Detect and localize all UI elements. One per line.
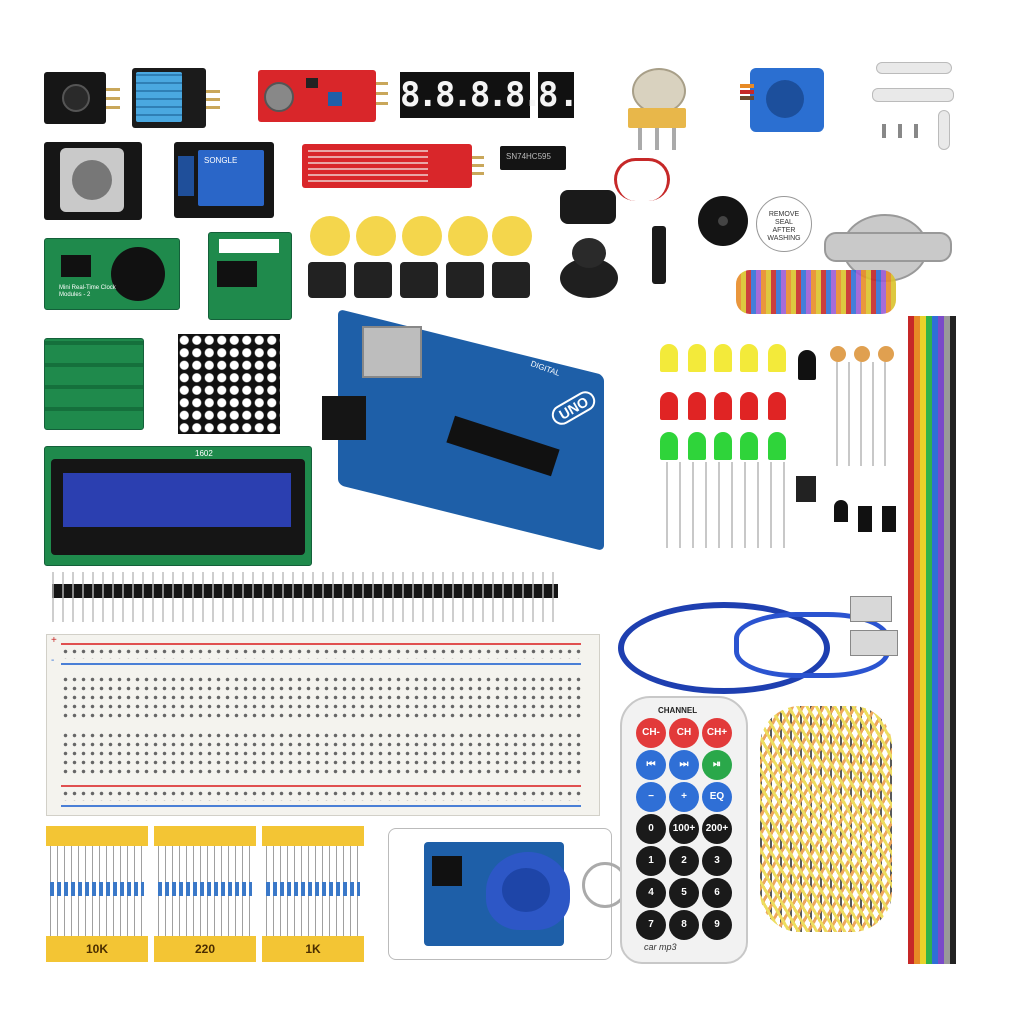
remote-button-eq[interactable]: EQ: [702, 782, 732, 812]
rfid-keyfob: [486, 852, 570, 930]
remote-button-0[interactable]: 0: [636, 814, 666, 844]
remote-button-3[interactable]: 3: [702, 846, 732, 876]
joystick-module: [44, 142, 142, 220]
shift-register-ic: SN74HC595: [500, 146, 566, 170]
temperature-sensors: [834, 500, 898, 566]
resistor-label-220: 220: [154, 936, 256, 962]
buzzer-sticker: REMOVE SEAL AFTER WASHING: [756, 196, 812, 252]
remote-button-5[interactable]: 5: [669, 878, 699, 908]
remote-button-ch-minus[interactable]: CH-: [636, 718, 666, 748]
dht11-sensor: [132, 68, 220, 128]
header-pins: [52, 572, 558, 622]
photoresistors: [830, 346, 898, 466]
sensor-dome-icon: [62, 84, 90, 112]
coin-cell-holder: [111, 247, 165, 301]
lcd-label: 1602: [195, 449, 213, 458]
buzzer: [698, 196, 748, 246]
breadboard: + -: [46, 634, 600, 816]
remote-button-8[interactable]: 8: [669, 910, 699, 940]
usb-b-port: [362, 326, 422, 378]
usb-cable: [614, 590, 898, 696]
remote-button-next[interactable]: ⏭: [669, 750, 699, 780]
resistor-pack-220: 220: [154, 826, 256, 962]
remote-button-9[interactable]: 9: [702, 910, 732, 940]
ir-led-black: [798, 350, 816, 380]
led-legs: [666, 462, 786, 548]
breadboard-plus-label: +: [51, 635, 57, 646]
usb-a-plug: [850, 630, 898, 656]
jumper-wires-bundle: [760, 706, 892, 932]
thumb-joystick-cap: [560, 238, 618, 302]
rtc-label: Mini Real-Time Clock Modules - 2: [59, 285, 116, 298]
resistor-label-1k: 1K: [262, 936, 364, 962]
remote-button-vol-down[interactable]: −: [636, 782, 666, 812]
potentiometer: [628, 62, 686, 152]
buzzer-sticker-label: REMOVE SEAL AFTER WASHING: [767, 211, 801, 242]
remote-button-100-plus[interactable]: 100+: [669, 814, 699, 844]
remote-button-7[interactable]: 7: [636, 910, 666, 940]
remote-button-4[interactable]: 4: [636, 878, 666, 908]
single-seven-segment-display: 8.: [538, 72, 579, 118]
remote-button-1[interactable]: 1: [636, 846, 666, 876]
four-digit-seven-segment-display: 8.8.8.8.8.: [400, 72, 578, 118]
resistor-pack-10k: 10K: [46, 826, 148, 962]
usb-b-plug: [850, 596, 892, 622]
ir-receiver-component: [796, 476, 816, 502]
tactile-push-buttons: [308, 262, 534, 302]
stepper-motor-wires: [736, 270, 896, 314]
relay-module: SONGLE: [174, 142, 274, 218]
ir-receiver-module: [44, 72, 120, 124]
keypad-4x4-module: [44, 338, 144, 430]
remote-brand-logo: car mp3: [644, 942, 677, 952]
remote-button-200-plus[interactable]: 200+: [702, 814, 732, 844]
relay-label: SONGLE: [204, 156, 238, 165]
remote-button-vol-up[interactable]: +: [669, 782, 699, 812]
remote-button-ch-plus[interactable]: CH+: [702, 718, 732, 748]
remote-button-ch[interactable]: CH: [669, 718, 699, 748]
microphone-sound-sensor: [258, 70, 388, 122]
battery-clip-connector: [558, 152, 688, 292]
lcd-1602-module: 1602: [44, 446, 312, 566]
led-yellow-row: [660, 344, 790, 374]
remote-button-prev[interactable]: ⏮: [636, 750, 666, 780]
dupont-ribbon-cable: [908, 316, 956, 964]
ic-label: SN74HC595: [506, 152, 551, 161]
remote-button-2[interactable]: 2: [669, 846, 699, 876]
remote-channel-label: CHANNEL: [658, 706, 698, 715]
led-green-row: [660, 432, 790, 462]
led-red-row: [660, 392, 790, 422]
microphone-icon: [264, 82, 294, 112]
breadboard-minus-label: -: [51, 655, 55, 666]
lcd-screen: [63, 473, 291, 527]
resistor-label-10k: 10K: [46, 936, 148, 962]
remote-button-play-pause[interactable]: ⏯: [702, 750, 732, 780]
led-dot-matrix: [178, 334, 280, 434]
arduino-uno-board: UNO DIGITAL: [318, 308, 618, 552]
servo-horns: [872, 58, 956, 152]
resistor-pack-1k: 1K: [262, 826, 364, 962]
servo-motor: [740, 54, 836, 146]
ir-remote-control: CHANNEL CH- CH CH+ ⏮ ⏭ ⏯ − + EQ 0 100+ 2…: [620, 696, 748, 964]
rtc-module: Mini Real-Time Clock Modules - 2: [44, 238, 180, 310]
remote-button-6[interactable]: 6: [702, 878, 732, 908]
water-level-sensor: [302, 144, 484, 188]
dc-power-jack: [322, 396, 366, 440]
yellow-button-caps: [310, 216, 532, 258]
dht-grille: [136, 72, 182, 122]
uln2003-driver-board: [208, 232, 292, 320]
